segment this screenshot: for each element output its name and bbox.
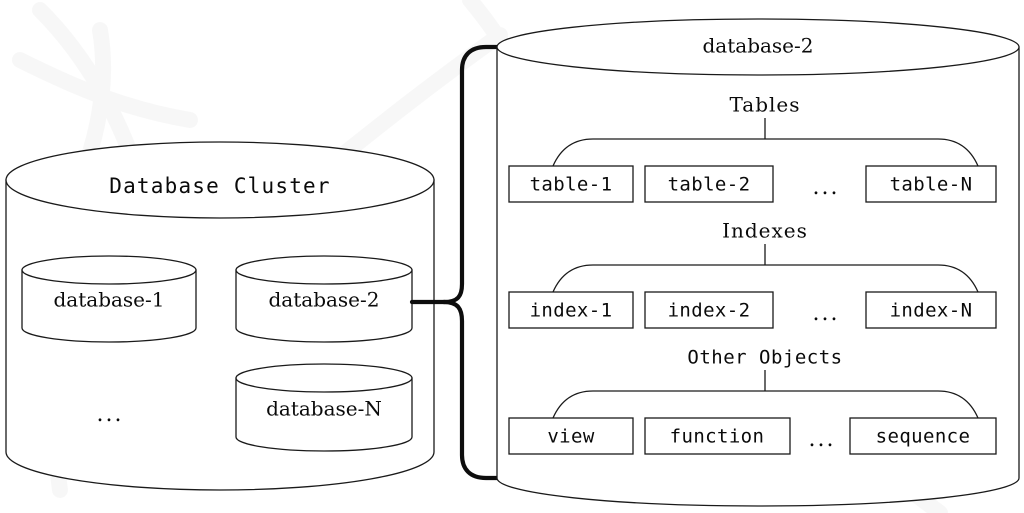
group-tables: Tables table-1 table-2 ... table-N — [508, 93, 997, 203]
database-2-cylinder[interactable]: database-2 — [235, 255, 413, 343]
cluster-ellipsis: ... — [97, 402, 124, 427]
group-indexes-label: Indexes — [722, 219, 808, 243]
indexes-ellipsis: ... — [813, 301, 840, 326]
sequence-label: sequence — [876, 426, 971, 448]
database-1-cylinder[interactable]: database-1 — [21, 255, 197, 343]
tables-ellipsis: ... — [813, 175, 840, 200]
function-label: function — [670, 426, 765, 448]
database-1-label: database-1 — [54, 288, 165, 312]
table-2-label: table-2 — [668, 174, 751, 196]
other-objects-ellipsis: ... — [809, 427, 836, 452]
view-label: view — [547, 426, 595, 448]
table-1-box[interactable] — [508, 165, 634, 203]
connector-brace — [409, 44, 500, 481]
database-N-label: database-N — [266, 397, 382, 421]
index-2-box[interactable] — [644, 291, 774, 329]
database-N-cylinder[interactable]: database-N — [235, 363, 413, 452]
table-N-label: table-N — [890, 174, 973, 196]
index-1-box[interactable] — [508, 291, 634, 329]
group-tables-label: Tables — [729, 93, 800, 117]
group-other-objects: Other Objects view function ... sequence — [508, 347, 997, 455]
database-2-detail-title: database-2 — [703, 34, 814, 58]
database-cluster-title: Database Cluster — [109, 174, 331, 198]
table-2-box[interactable] — [644, 165, 774, 203]
group-indexes: Indexes index-1 index-2 ... index-N — [508, 219, 997, 329]
table-1-label: table-1 — [530, 174, 613, 196]
index-N-box[interactable] — [865, 291, 997, 329]
index-1-label: index-1 — [530, 300, 613, 322]
view-box[interactable] — [508, 417, 634, 455]
function-box[interactable] — [644, 417, 791, 455]
index-2-label: index-2 — [668, 300, 751, 322]
group-other-objects-label: Other Objects — [687, 347, 842, 369]
index-N-label: index-N — [890, 300, 973, 322]
table-N-box[interactable] — [865, 165, 997, 203]
database-2-label: database-2 — [269, 288, 380, 312]
sequence-box[interactable] — [849, 417, 997, 455]
